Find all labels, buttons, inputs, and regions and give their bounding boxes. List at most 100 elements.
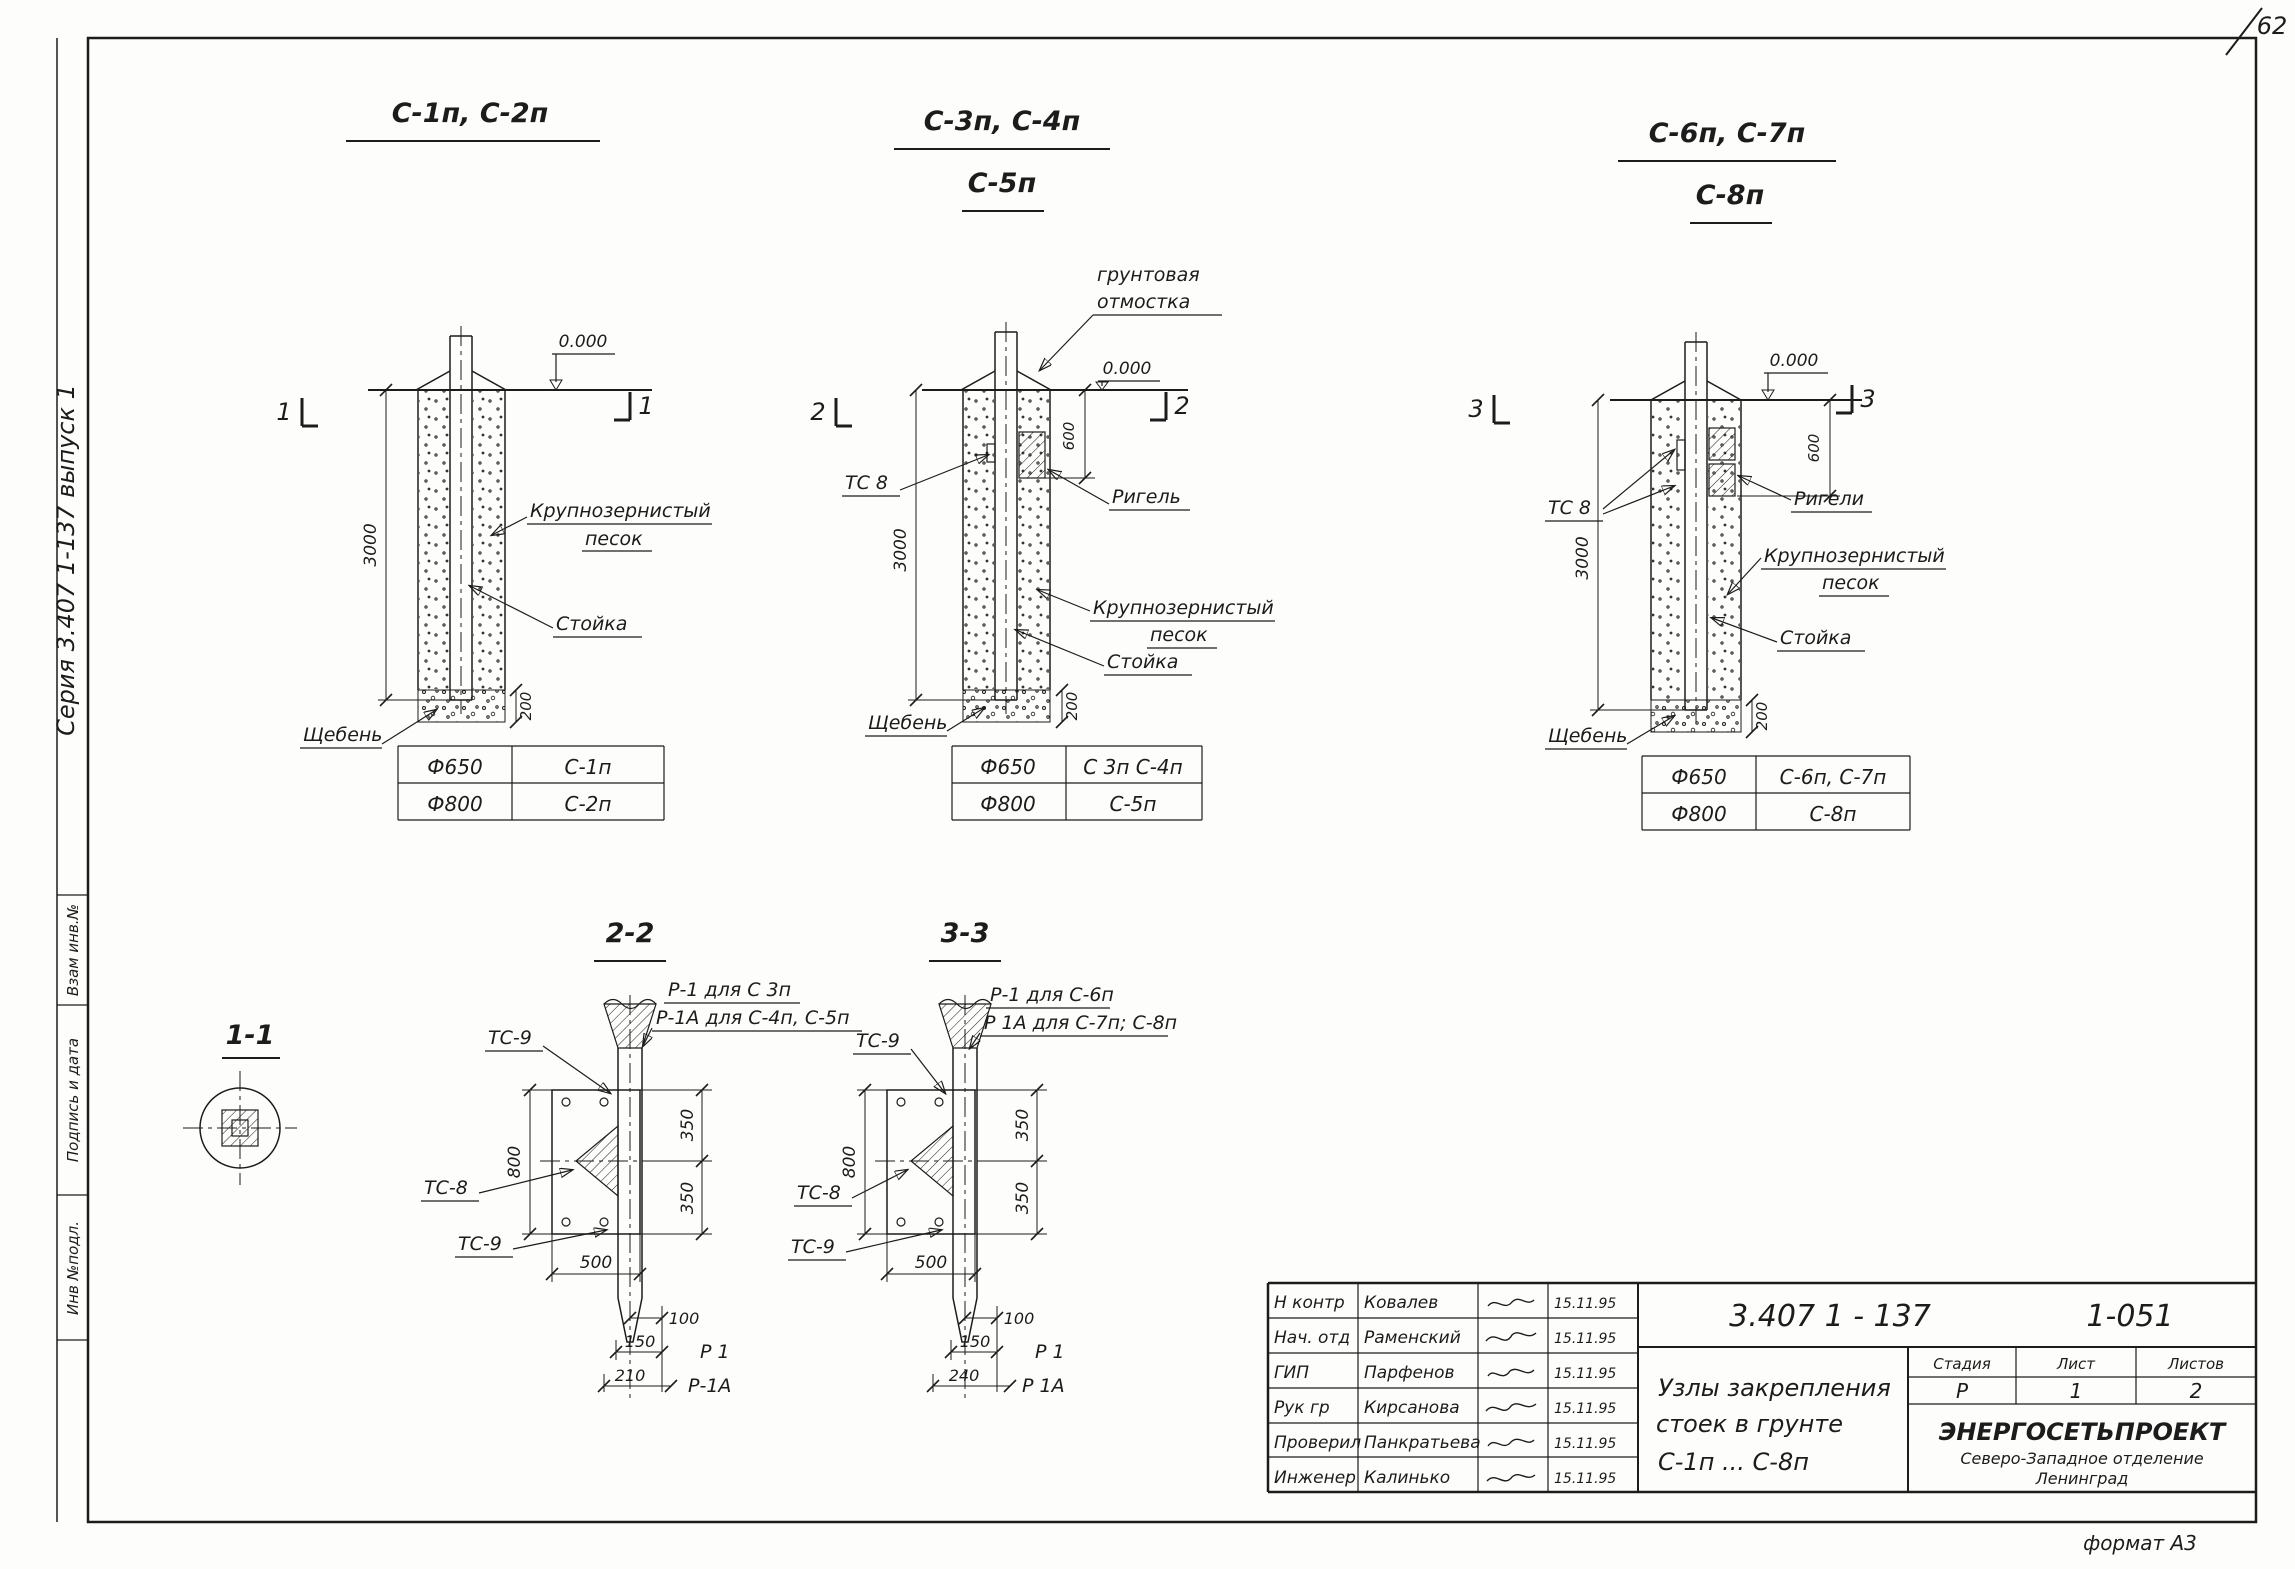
sig-name: Раменский (1364, 1328, 1461, 1348)
d2-label-otmostka-1: грунтовая (1097, 264, 1200, 286)
d1-depth-dim: 3000 (361, 523, 381, 566)
subject-line-2: стоек в грунте (1656, 1410, 1843, 1438)
d3-depth-dim: 3000 (1573, 536, 1593, 579)
section-3-3: 3-3 Р-1 для С-6п Р 1А для С-7п; С-8п 800… (788, 918, 1177, 1400)
s22-dim-350b: 350 (678, 1182, 698, 1214)
d3-table-dia-1: Ф650 (1671, 765, 1726, 789)
d2-gravel-dim: 200 (1063, 692, 1081, 721)
org-city: Ленинград (2035, 1469, 2129, 1488)
series-note: Серия 3.407 1-137 выпуск 1 (52, 384, 80, 736)
sig-date: 15.11.95 (1554, 1296, 1616, 1312)
d2-cut-mark-right: 2 (1174, 392, 1189, 420)
title-block: Н контр Ковалев 15.11.95 Нач. отд Раменс… (1266, 1281, 2256, 1494)
d1-cut-mark-right: 1 (638, 392, 653, 420)
org-name: ЭНЕРГОСЕТЬПРОЕКТ (1939, 1418, 2227, 1446)
s22-title: 2-2 (606, 918, 655, 949)
s33-label-tc8: ТС-8 (797, 1182, 841, 1204)
s33-dim-100: 100 (1004, 1309, 1035, 1328)
subject-line-1: Узлы закрепления (1658, 1374, 1891, 1402)
d2-label-sand-2: песок (1150, 624, 1208, 646)
d2-label-gravel: Щебень (868, 712, 948, 734)
d3-dim-600: 600 (1805, 434, 1823, 463)
elevation-c6p-c8p: С-6п, С-7п С-8п 0.000 600 3 3 ТС 8 Ригел… (1468, 118, 1946, 831)
d3-label-sand-1: Крупнозернистый (1764, 545, 1945, 567)
s22-label-p1: Р 1 (700, 1341, 730, 1363)
d1-gravel-dim: 200 (517, 692, 535, 721)
sig-role: ГИП (1274, 1363, 1309, 1383)
signature-scribble (1487, 1298, 1535, 1307)
s33-dim-150: 150 (960, 1332, 991, 1351)
d3-cut-mark-left: 3 (1468, 395, 1483, 423)
d3-label-gravel: Щебень (1548, 725, 1628, 747)
stamp-vzam-inv: Взам инв.№ (64, 904, 82, 996)
sig-role: Нач. отд (1274, 1328, 1350, 1348)
sig-role: Рук гр (1274, 1398, 1330, 1418)
corner-page-number: 62 (2225, 7, 2288, 56)
left-margin: Серия 3.407 1-137 выпуск 1 Взам инв.№ По… (52, 384, 82, 1315)
d1-zero-level: 0.000 (559, 332, 608, 352)
sig-name: Парфенов (1364, 1363, 1455, 1383)
s33-note-1: Р-1 для С-6п (990, 984, 1114, 1006)
doc-number-series: 3.407 1 - 137 (1729, 1299, 1931, 1334)
sig-date: 15.11.95 (1554, 1436, 1616, 1452)
d2-cut-mark-left: 2 (810, 398, 825, 426)
s22-label-tc8: ТС-8 (424, 1177, 468, 1199)
signature-scribble (1487, 1438, 1535, 1447)
s22-dim-500: 500 (580, 1253, 612, 1273)
d2-label-post: Стойка (1107, 651, 1178, 673)
d2-table-mark-2: С-5п (1110, 792, 1157, 816)
s22-dim-350a: 350 (678, 1109, 698, 1141)
s11-title: 1-1 (226, 1020, 275, 1051)
elevation-c3p-c5p: С-3п, С-4п С-5п грунтовая отмостка 0.000… (810, 106, 1275, 821)
d2-label-otmostka-2: отмостка (1097, 291, 1190, 313)
value-sheet: 1 (2070, 1379, 2083, 1403)
header-sheets: Листов (2167, 1355, 2224, 1373)
s22-label-tc9-top: ТС-9 (488, 1027, 532, 1049)
sig-name: Ковалев (1364, 1293, 1438, 1313)
d2-table-dia-1: Ф650 (980, 755, 1035, 779)
d3-title-2: С-8п (1696, 180, 1764, 211)
d3-label-post: Стойка (1780, 627, 1851, 649)
s33-label-p1a: Р 1А (1022, 1375, 1065, 1397)
sig-date: 15.11.95 (1554, 1401, 1616, 1417)
signature-row-1: Н контр Ковалев 15.11.95 (1274, 1293, 1616, 1313)
d2-table-mark-1: С 3п С-4п (1083, 755, 1182, 779)
d1-cut-mark-left: 1 (276, 398, 291, 426)
d1-label-gravel: Щебень (303, 724, 383, 746)
s22-dim-100: 100 (669, 1309, 700, 1328)
s33-dim-240: 240 (949, 1366, 980, 1385)
signature-row-4: Рук гр Кирсанова 15.11.95 (1274, 1398, 1616, 1418)
s22-dim-210: 210 (615, 1366, 646, 1385)
d3-label-sand-2: песок (1822, 572, 1880, 594)
d3-title-1: С-6п, С-7п (1649, 118, 1806, 149)
d1-table-mark-1: С-1п (565, 755, 612, 779)
stamp-podpis-data: Подпись и дата (64, 1038, 82, 1162)
elevation-c1p-c2p: С-1п, С-2п 0.000 1 1 3000 200 Крупнозерн… (276, 98, 712, 821)
sig-name: Кирсанова (1364, 1398, 1460, 1418)
s33-dim-350a: 350 (1013, 1109, 1033, 1141)
d1-table-dia-1: Ф650 (427, 755, 482, 779)
s33-title: 3-3 (941, 918, 990, 949)
d3-cut-mark-right: 3 (1860, 385, 1875, 413)
s22-note-2: Р-1А для С-4п, С-5п (656, 1007, 850, 1029)
s33-dim-350b: 350 (1013, 1182, 1033, 1214)
section-1-1: 1-1 (183, 1020, 297, 1185)
page-number: 62 (2257, 12, 2288, 40)
d3-gravel-dim: 200 (1753, 702, 1771, 731)
s33-label-tc9-top: ТС-9 (856, 1030, 900, 1052)
d2-label-sand-1: Крупнозернистый (1093, 597, 1274, 619)
format-note: формат А3 (2083, 1531, 2197, 1555)
signature-scribble (1487, 1368, 1535, 1377)
d2-title-2: С-5п (968, 168, 1036, 199)
s33-dim-800: 800 (840, 1146, 860, 1178)
d3-table-mark-2: С-8п (1810, 802, 1857, 826)
d3-table-dia-2: Ф800 (1671, 802, 1726, 826)
s22-dim-150: 150 (625, 1332, 656, 1351)
value-sheets: 2 (2190, 1379, 2203, 1403)
sig-role: Инженер (1274, 1468, 1356, 1488)
sig-date: 15.11.95 (1554, 1471, 1616, 1487)
s22-label-p1a: Р-1А (688, 1375, 731, 1397)
section-2-2: 2-2 Р-1 для С 3п Р-1А для С-4п, С-5п 800… (421, 918, 862, 1400)
